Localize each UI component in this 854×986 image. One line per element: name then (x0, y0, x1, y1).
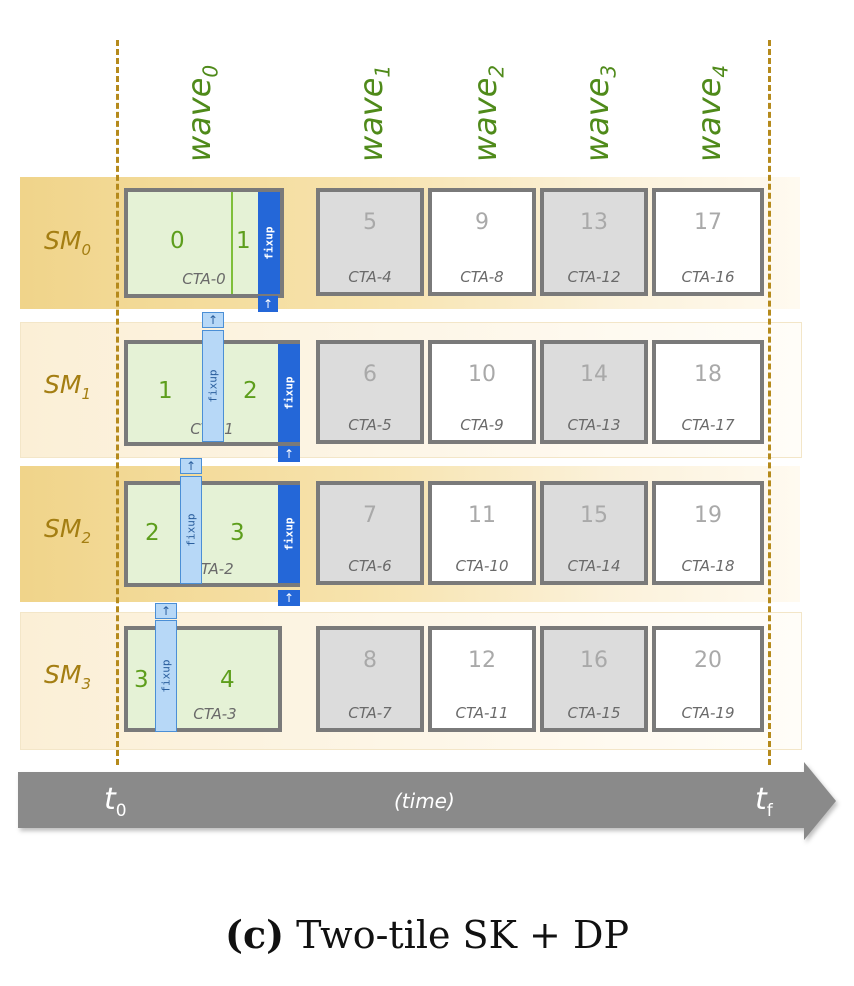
sm-label-3: SM3 (44, 660, 91, 693)
dp-tile-cta-label: CTA-18 (681, 557, 735, 575)
fixup-block-incoming: fixup (180, 476, 202, 584)
dp-tile-number: 12 (468, 648, 496, 673)
dp-tile-number: 11 (468, 503, 496, 528)
fixup-arrow-icon: ↑ (180, 458, 202, 474)
wave-label-0: wave0 (180, 64, 223, 162)
dp-tile-cta-label: CTA-8 (460, 268, 504, 286)
dp-tile-cta-label: CTA-19 (681, 704, 735, 722)
fixup-arrow-icon: ↑ (202, 312, 224, 328)
fixup-block: fixup (278, 344, 300, 442)
tf-marker-line (768, 40, 771, 765)
fixup-arrow-icon: ↑ (278, 446, 300, 462)
dp-tile-number: 10 (468, 362, 496, 387)
dp-tile-number: 14 (580, 362, 608, 387)
dp-tile-number: 19 (694, 503, 722, 528)
wave-label-3: wave3 (578, 64, 621, 162)
tile-num-left: 2 (145, 520, 160, 546)
dp-tile-number: 6 (363, 362, 377, 387)
wave-label-1: wave1 (352, 64, 395, 162)
cta-label: CTA-3 (193, 705, 237, 723)
tile-num-left: 1 (158, 378, 173, 404)
wave-label-2: wave2 (466, 64, 509, 162)
dp-tile-cta-label: CTA-10 (455, 557, 509, 575)
dp-tile-number: 9 (475, 210, 489, 235)
dp-tile-cta-label: CTA-9 (460, 416, 504, 434)
fixup-block: fixup (278, 485, 300, 583)
tile-num-right: 1 (236, 228, 251, 254)
sm-label-0: SM0 (44, 226, 91, 259)
tile-num-right: 4 (220, 667, 235, 693)
dp-tile-number: 16 (580, 648, 608, 673)
tile-split-line (231, 192, 233, 294)
dp-tile-cta-label: CTA-15 (567, 704, 621, 722)
time-arrow (18, 762, 836, 840)
dp-tile-number: 13 (580, 210, 608, 235)
dp-tile-number: 8 (363, 648, 377, 673)
tile-num-right: 3 (230, 520, 245, 546)
sm-label-2: SM2 (44, 514, 91, 547)
cta-label: CTA-0 (182, 270, 226, 288)
fixup-block: fixup (258, 192, 280, 294)
dp-tile-cta-label: CTA-17 (681, 416, 735, 434)
figure-caption: (c) Two-tile SK + DP (224, 912, 630, 957)
dp-tile-number: 5 (363, 210, 377, 235)
dp-tile-cta-label: CTA-12 (567, 268, 621, 286)
wave-label-4: wave4 (690, 64, 733, 162)
dp-tile-cta-label: CTA-6 (348, 557, 392, 575)
cta-label: CTA-2 (190, 560, 234, 578)
fixup-block-incoming: fixup (202, 330, 224, 442)
tile-num-right: 2 (243, 378, 258, 404)
dp-tile-number: 18 (694, 362, 722, 387)
fixup-arrow-icon: ↑ (155, 603, 177, 619)
t0-label: t0 (104, 782, 127, 821)
dp-tile-number: 15 (580, 503, 608, 528)
dp-tile-cta-label: CTA-7 (348, 704, 392, 722)
sk-tile-cta-0 (124, 188, 284, 298)
fixup-arrow-icon: ↑ (258, 296, 278, 312)
dp-tile-number: 7 (363, 503, 377, 528)
sm-label-1: SM1 (44, 370, 91, 403)
dp-tile-cta-label: CTA-13 (567, 416, 621, 434)
dp-tile-number: 17 (694, 210, 722, 235)
dp-tile-cta-label: CTA-14 (567, 557, 621, 575)
tf-label: tf (755, 782, 773, 821)
dp-tile-cta-label: CTA-5 (348, 416, 392, 434)
dp-tile-cta-label: CTA-11 (455, 704, 509, 722)
tile-num-left: 3 (134, 667, 149, 693)
dp-tile-cta-label: CTA-4 (348, 268, 392, 286)
tile-num-left: 0 (170, 228, 185, 254)
time-axis-label: (time) (394, 789, 455, 813)
fixup-arrow-icon: ↑ (278, 590, 300, 606)
t0-marker-line (116, 40, 119, 765)
sk-tile-cta-3 (124, 626, 282, 732)
dp-tile-number: 20 (694, 648, 722, 673)
fixup-block-incoming: fixup (155, 620, 177, 732)
dp-tile-cta-label: CTA-16 (681, 268, 735, 286)
